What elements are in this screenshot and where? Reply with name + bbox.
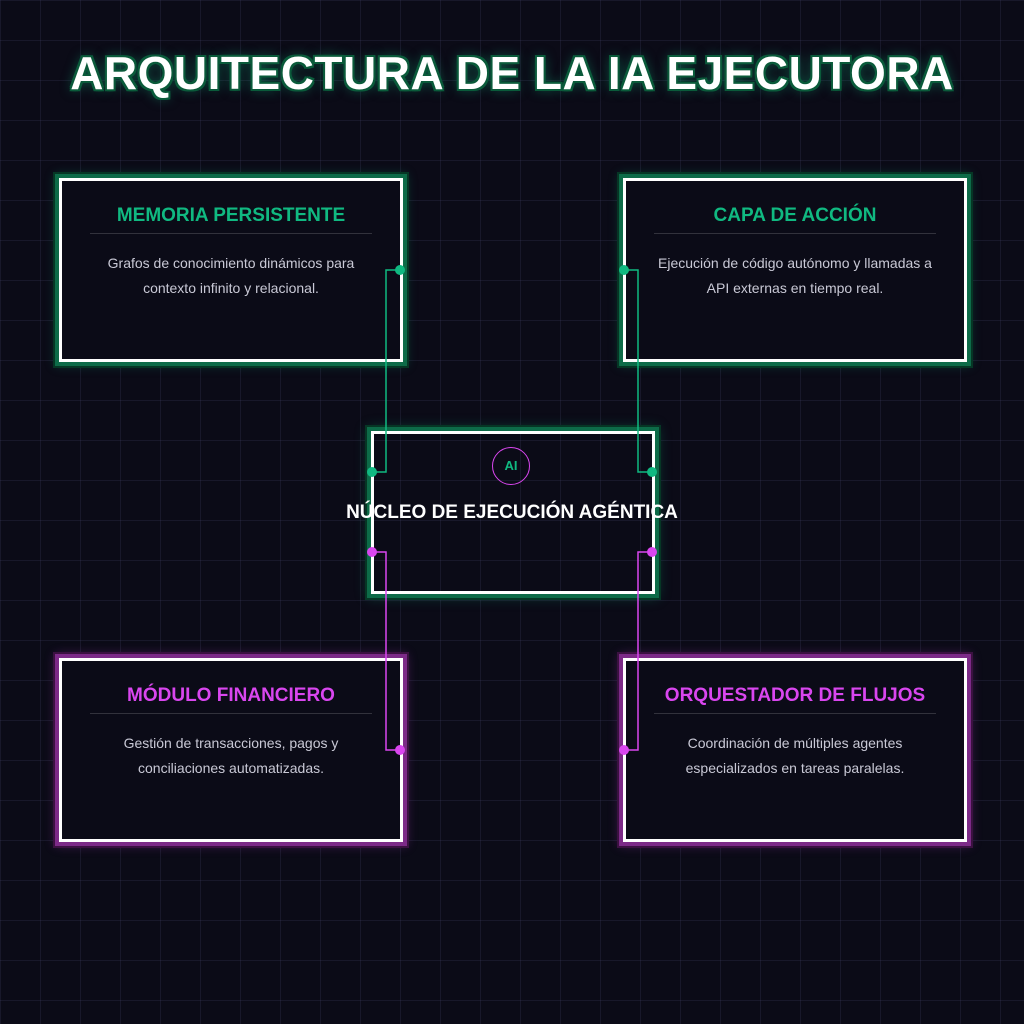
- divider: [90, 713, 372, 714]
- module-title: MEMORIA PERSISTENTE: [116, 205, 346, 226]
- module-title: ORQUESTADOR DE FLUJOS: [664, 685, 926, 706]
- divider: [654, 233, 936, 234]
- module-title: CAPA DE ACCIÓN: [713, 205, 877, 226]
- module-description: Gestión de transacciones, pagos y concil…: [123, 735, 339, 776]
- module-description: Coordinación de múltiples agentes especi…: [685, 735, 905, 776]
- module-description: Grafos de conocimiento dinámicos para co…: [107, 255, 355, 296]
- module-capa-de-accion: CAPA DE ACCIÓN Ejecución de código autón…: [623, 178, 967, 362]
- module-modulo-financiero: MÓDULO FINANCIERO Gestión de transaccion…: [59, 658, 403, 842]
- ai-badge-icon: AI: [492, 447, 530, 485]
- module-orquestador-de-flujos: ORQUESTADOR DE FLUJOS Coordinación de mú…: [623, 658, 967, 842]
- core-box: [371, 431, 655, 594]
- diagram-title: ARQUITECTURA DE LA IA EJECUTORA: [70, 47, 954, 99]
- divider: [90, 233, 372, 234]
- module-title: MÓDULO FINANCIERO: [127, 685, 335, 706]
- module-memoria-persistente: MEMORIA PERSISTENTE Grafos de conocimien…: [59, 178, 403, 362]
- divider: [654, 713, 936, 714]
- core-title: NÚCLEO DE EJECUCIÓN AGÉNTICA: [346, 502, 678, 523]
- module-description: Ejecución de código autónomo y llamadas …: [658, 255, 932, 296]
